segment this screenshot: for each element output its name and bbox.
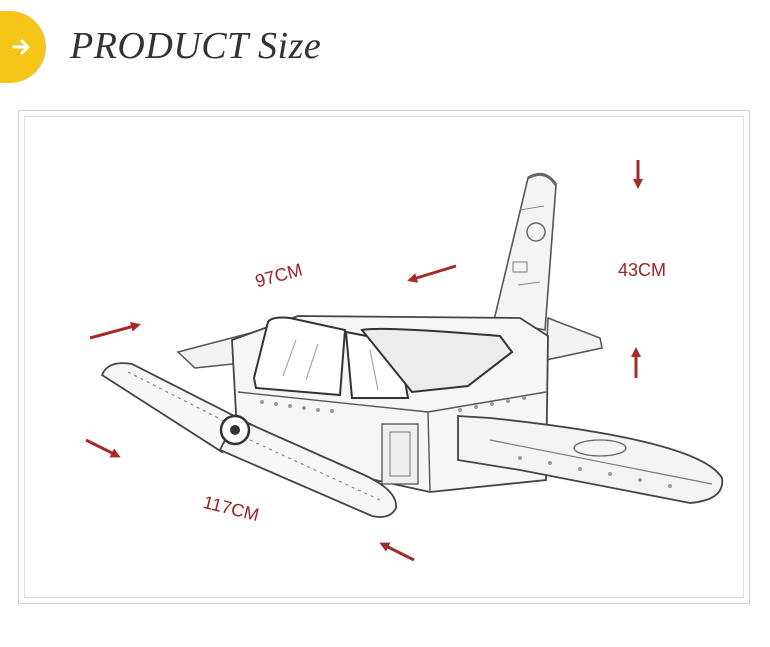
arrow-97-head bbox=[407, 264, 457, 283]
page-title: PRODUCT Size bbox=[70, 25, 322, 67]
arrow-117-left bbox=[85, 438, 121, 458]
arrow-right-icon bbox=[12, 39, 30, 55]
arrow-97-tail bbox=[89, 322, 141, 340]
product-image-inner-frame bbox=[24, 116, 744, 598]
propeller bbox=[100, 362, 397, 518]
right-main-wing bbox=[457, 415, 724, 504]
rear-right-wing bbox=[545, 316, 603, 361]
dimension-arrows bbox=[85, 160, 643, 562]
arrow-117-right bbox=[379, 542, 415, 562]
tail-fin bbox=[493, 172, 558, 331]
height-dimension-label: 43CM bbox=[618, 260, 667, 280]
